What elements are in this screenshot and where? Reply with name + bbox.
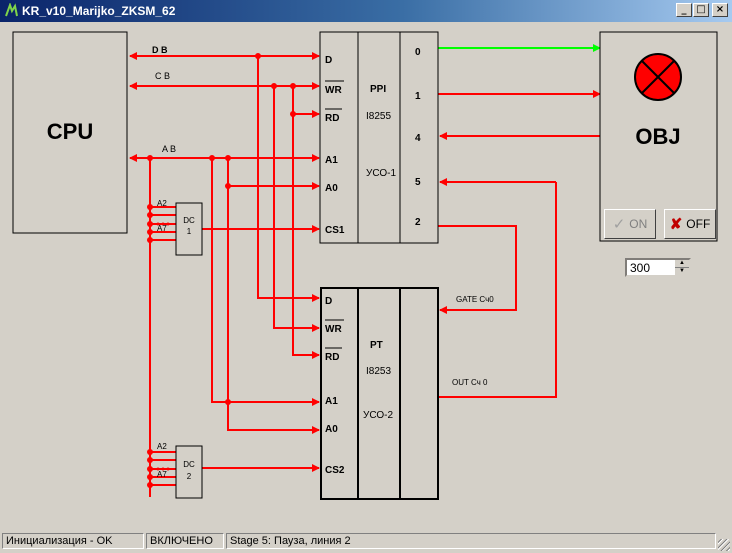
- pt-pin-wr: WR: [325, 324, 342, 335]
- obj-label: OBJ: [635, 124, 680, 149]
- cross-icon: ✘: [669, 216, 683, 233]
- ppi-rd-wire: [292, 86, 319, 115]
- ppi-port-0: 0: [415, 47, 421, 58]
- pt-pin-rd: RD: [325, 352, 339, 363]
- spin-down-icon[interactable]: ▼: [679, 268, 685, 274]
- cpu-block: [12, 31, 128, 234]
- app-icon: [4, 3, 19, 18]
- title-bar: KR_v10_Marijko_ZKSM_62 _ □ ×: [0, 0, 732, 22]
- pt-unit: УСО-2: [363, 410, 393, 421]
- lamp-icon: [634, 53, 682, 101]
- cpu-label: CPU: [47, 119, 93, 144]
- dc1-input-a7: A7: [157, 224, 167, 233]
- maximize-button[interactable]: □: [693, 3, 709, 17]
- ppi-pin-rd: RD: [325, 113, 339, 124]
- ppi-unit: УСО-1: [366, 168, 396, 179]
- ppi-chip-id: I8255: [366, 111, 391, 122]
- spinner-value: 300: [630, 261, 651, 275]
- pt-chip-id: I8253: [366, 366, 391, 377]
- pt-chip: [320, 287, 439, 500]
- dc1-number: 1: [187, 227, 192, 236]
- out-counter-line: [438, 182, 557, 398]
- ppi-port-4: 4: [415, 133, 421, 144]
- ab-bus-label: A B: [162, 144, 176, 154]
- ppi-pin-a0: A0: [325, 183, 338, 194]
- pt-rd-wire: [292, 114, 319, 356]
- pt-wr-wire: [273, 86, 319, 329]
- minimize-button[interactable]: _: [676, 3, 692, 17]
- decoder-2: [175, 445, 203, 499]
- ppi-pin-cs1: CS1: [325, 225, 345, 236]
- resize-grip-icon[interactable]: [718, 539, 730, 551]
- off-button-label: OFF: [686, 217, 711, 231]
- ppi-port-2: 2: [415, 217, 421, 228]
- interval-spinner[interactable]: 300 ▲ ▼: [625, 258, 691, 277]
- on-button-label: ON: [629, 217, 648, 231]
- ppi-port-5: 5: [415, 177, 421, 188]
- pt-d-wire: [257, 56, 319, 299]
- gate-label: GATE Сч0: [456, 295, 494, 304]
- db-bus-label: D B: [152, 45, 168, 55]
- dc2-number: 2: [187, 472, 192, 481]
- pt-a0-wire: [227, 186, 319, 431]
- decoder-1: [175, 202, 203, 256]
- status-panel-stage: Stage 5: Пауза, линия 2: [226, 533, 716, 549]
- ppi-name: PPI: [370, 84, 386, 95]
- on-button[interactable]: ✓ ON: [604, 209, 656, 239]
- ppi-chip: [319, 31, 439, 244]
- pt-pin-d: D: [325, 296, 332, 307]
- status-bar: Инициализация - OK ВКЛЮЧЕНО Stage 5: Пау…: [0, 530, 732, 553]
- close-button[interactable]: ×: [712, 3, 728, 17]
- gate-counter-line: [438, 225, 517, 314]
- out-label: OUT Сч 0: [452, 378, 488, 387]
- pt-pin-a0: A0: [325, 424, 338, 435]
- dc2-title: DC: [183, 460, 195, 469]
- spin-up-icon[interactable]: ▲: [675, 260, 689, 268]
- dc2-input-a2: A2: [157, 442, 167, 451]
- cb-bus-label: C B: [155, 71, 170, 81]
- pt-pin-a1: A1: [325, 396, 338, 407]
- ppi-pin-d: D: [325, 55, 332, 66]
- pt-pin-cs2: CS2: [325, 465, 345, 476]
- ppi-pin-wr: WR: [325, 85, 342, 96]
- status-panel-power: ВКЛЮЧЕНО: [146, 533, 224, 549]
- dc1-input-a2: A2: [157, 199, 167, 208]
- dc2-input-a7: A7: [157, 470, 167, 479]
- pt-a1-wire: [211, 158, 319, 403]
- check-icon: ✓: [612, 216, 626, 233]
- pt-name: PT: [370, 340, 383, 351]
- ppi-pin-a1: A1: [325, 155, 338, 166]
- dc1-title: DC: [183, 216, 195, 225]
- schematic-canvas: CPU: [12, 31, 718, 500]
- ppi-port-1: 1: [415, 91, 421, 102]
- window-title: KR_v10_Marijko_ZKSM_62: [22, 4, 176, 18]
- status-panel-init: Инициализация - OK: [2, 533, 144, 549]
- off-button[interactable]: ✘ OFF: [664, 209, 716, 239]
